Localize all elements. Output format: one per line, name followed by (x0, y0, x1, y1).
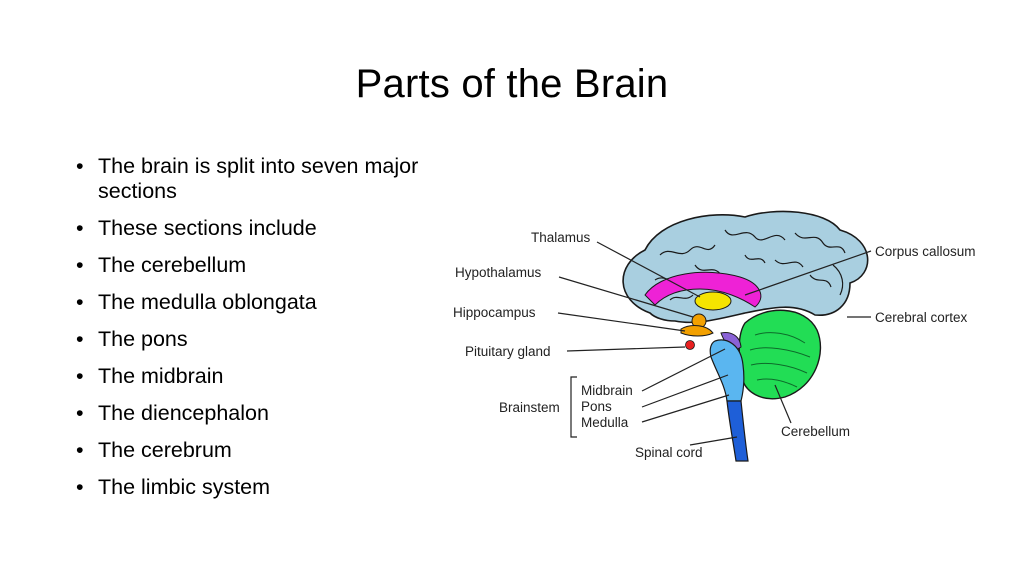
bullet-list: The brain is split into seven major sect… (76, 154, 496, 512)
label-cerebral-cortex: Cerebral cortex (875, 310, 968, 325)
brain-diagram: Thalamus Hypothalamus Hippocampus Pituit… (453, 210, 976, 462)
bullet-item: The diencephalon (76, 401, 496, 426)
label-pons: Pons (581, 399, 612, 414)
bullet-item: The limbic system (76, 475, 496, 500)
label-midbrain: Midbrain (581, 383, 633, 398)
label-medulla: Medulla (581, 415, 629, 430)
bullet-item: The cerebrum (76, 438, 496, 463)
thalamus-shape (694, 291, 732, 311)
spinal-cord-shape (726, 400, 749, 462)
bullet-item: The brain is split into seven major sect… (76, 154, 496, 204)
leader-lines (557, 241, 872, 446)
label-hippocampus: Hippocampus (453, 305, 536, 320)
corpus-callosum-shape (644, 271, 762, 308)
cerebellum-shape (738, 309, 822, 400)
bullet-item: The midbrain (76, 364, 496, 389)
label-corpus-callosum: Corpus callosum (875, 244, 976, 259)
label-spinal-cord: Spinal cord (635, 445, 703, 460)
bullet-item: The cerebellum (76, 253, 496, 278)
cerebellum-folds (749, 332, 811, 388)
slide-title: Parts of the Brain (355, 62, 669, 106)
pituitary-shape (685, 340, 695, 350)
bullet-item: These sections include (76, 216, 496, 241)
label-brainstem: Brainstem (499, 400, 560, 415)
bullet-item: The pons (76, 327, 496, 352)
label-thalamus: Thalamus (531, 230, 591, 245)
cortex-folds (654, 229, 846, 301)
label-cerebellum: Cerebellum (781, 424, 850, 439)
bullet-item: The medulla oblongata (76, 290, 496, 315)
cerebral-cortex-shape (622, 210, 869, 324)
label-hypothalamus: Hypothalamus (455, 265, 542, 280)
label-pituitary-gland: Pituitary gland (465, 344, 551, 359)
hippocampus-shape (680, 325, 714, 337)
